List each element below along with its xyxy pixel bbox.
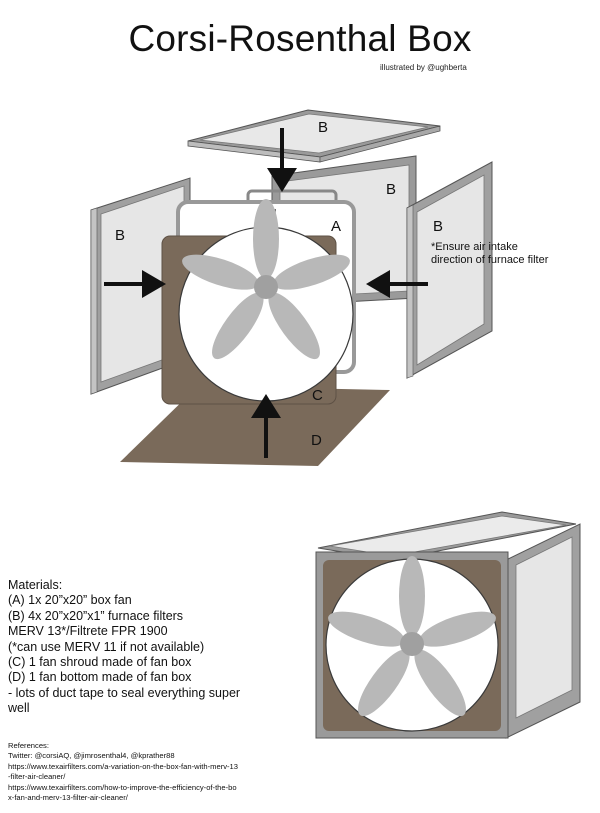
assembled-box (315, 511, 581, 739)
references-heading: References: (8, 741, 49, 750)
materials-item: MERV 13*/Filtrete FPR 1900 (8, 624, 168, 639)
materials-item: well (8, 701, 30, 716)
materials-item: (B) 4x 20”x20”x1” furnace filters (8, 608, 184, 623)
materials-item: (D) 1 fan bottom made of fan box (8, 670, 192, 685)
fan-shroud (161, 199, 354, 405)
label-b-left: B (115, 227, 125, 244)
materials-item: (C) 1 fan shroud made of fan box (8, 655, 192, 670)
references: References: Twitter: @corsiAQ, @jimrosen… (8, 741, 308, 803)
top-filter (187, 109, 441, 163)
airflow-arrows (104, 128, 428, 458)
label-a: A (331, 218, 341, 235)
references-link: https://www.texairfilters.com/a-variatio… (8, 761, 238, 771)
materials-item: (*can use MERV 11 if not available) (8, 639, 205, 654)
right-filter (406, 161, 493, 379)
illustrator-credit: illustrated by @ughberta (380, 63, 467, 72)
note-line: *Ensure air intake (431, 241, 518, 253)
references-link: https://www.texairfilters.com/how-to-imp… (8, 782, 237, 792)
references-link: x-fan-and-merv-13-filter-air-cleaner/ (8, 793, 128, 803)
references-line: Twitter: @corsiAQ, @jimrosenthal4, @kpra… (8, 751, 175, 761)
materials-item: - lots of duct tape to seal everything s… (8, 685, 241, 700)
label-b-top: B (318, 119, 328, 136)
materials-list: Materials: (A) 1x 20”x20” box fan (B) 4x… (8, 578, 308, 717)
label-d: D (311, 432, 322, 449)
references-link: -filter-air-cleaner/ (8, 772, 66, 782)
materials-heading: Materials: (8, 578, 63, 592)
fan-bottom (120, 386, 390, 466)
note-line: direction of furnace filter (431, 254, 549, 266)
filter-direction-note: *Ensure air intake direction of furnace … (431, 241, 581, 267)
label-c: C (312, 387, 323, 404)
label-b-back: B (386, 181, 396, 198)
materials-item: (A) 1x 20”x20” box fan (8, 593, 132, 608)
label-b-right: B (433, 218, 443, 235)
page-title: Corsi-Rosenthal Box (128, 18, 472, 59)
